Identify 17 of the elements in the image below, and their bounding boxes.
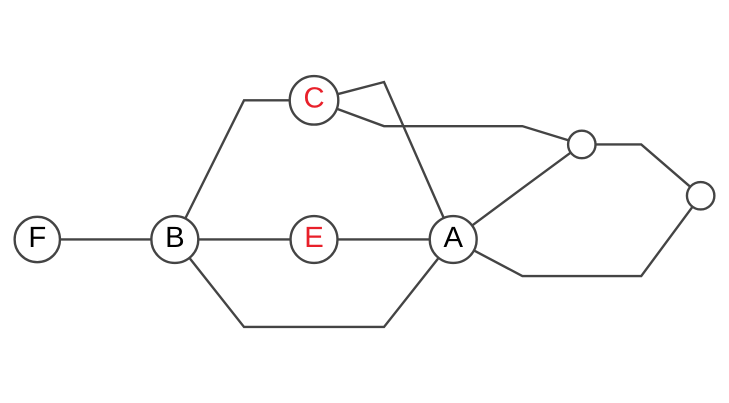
node-circle: B: [150, 214, 200, 264]
connector: [596, 143, 692, 188]
connector: [188, 257, 440, 328]
node-circle: F: [13, 216, 62, 264]
node-circle: [566, 130, 597, 160]
node-circle: C: [288, 74, 340, 126]
connector: [337, 238, 430, 241]
node-circle: [686, 180, 716, 211]
node-circle: E: [289, 214, 339, 264]
connector: [184, 99, 290, 219]
connector: [473, 206, 694, 278]
connector: [198, 238, 291, 241]
connector: [60, 238, 152, 241]
connector: [336, 108, 570, 142]
connector: [337, 80, 445, 218]
node-circle: A: [428, 214, 478, 264]
connector: [471, 152, 572, 226]
